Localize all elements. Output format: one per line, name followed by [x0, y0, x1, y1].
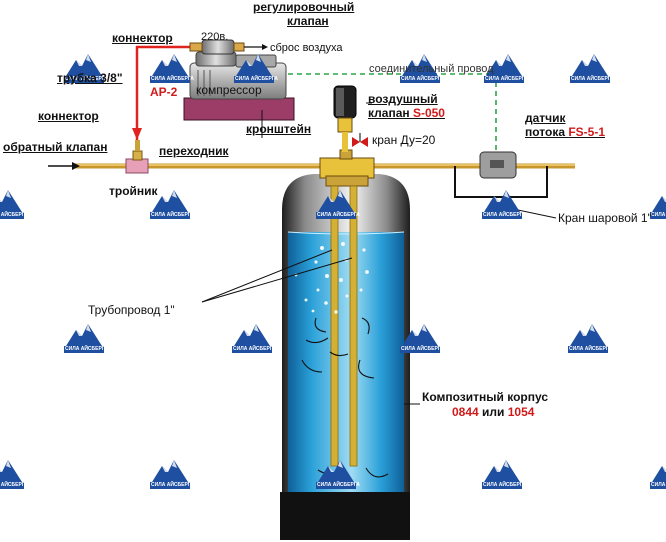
leader-lines — [201, 102, 420, 405]
bracket-label: кронштейн — [246, 122, 312, 136]
connector-top-label: коннектор — [112, 31, 173, 45]
valve-icon — [352, 133, 368, 147]
connecting-wire-label: соединительный провод — [369, 63, 494, 75]
watermark-logo-text: СИЛА АЙСБЕРГА — [651, 482, 666, 488]
tee-label: тройник — [109, 184, 158, 198]
watermark-logo-icon: СИЛА АЙСБЕРГА — [566, 320, 612, 360]
ap2-label: АР-2 — [150, 85, 178, 99]
watermark-logo-icon: СИЛА АЙСБЕРГА — [148, 456, 194, 496]
watermark-logo-icon: СИЛА АЙСБЕРГА — [398, 320, 444, 360]
watermark-logo-icon: СИЛА АЙСБЕРГА — [230, 320, 276, 360]
watermark-logo-text: СИЛА АЙСБЕРГА — [483, 212, 526, 218]
watermark-logo-icon: СИЛА АЙСБЕРГА — [398, 50, 444, 90]
watermark-logo-icon: СИЛА АЙСБЕРГА — [0, 456, 28, 496]
regulating-valve-label-2: клапан — [287, 14, 329, 28]
watermark-logo-icon: СИЛА АЙСБЕРГА — [314, 186, 360, 226]
regulating-valve-label-1: регулировочный — [253, 0, 355, 14]
connector-left-label: коннектор — [38, 109, 99, 123]
watermark-logo-icon: СИЛА АЙСБЕРГА — [148, 50, 194, 90]
tube-label: трубка 3/8" — [57, 71, 123, 85]
flow-sensor — [454, 151, 548, 198]
watermark-logo-text: СИЛА АЙСБЕРГА — [317, 482, 360, 488]
watermark-logo-icon: СИЛА АЙСБЕРГА — [480, 456, 526, 496]
ball-valve-label: Кран шаровой 1" — [558, 211, 652, 225]
housing-model-a: 0844 — [452, 405, 479, 419]
sensor-label-2: потока FS-5-1 — [525, 125, 606, 139]
air-valve — [333, 85, 357, 152]
air-valve-label-2: клапан S-050 — [368, 106, 445, 120]
watermark-logo-icon: СИЛА АЙСБЕРГА — [0, 186, 28, 226]
watermark-logo-icon: СИЛА АЙСБЕРГА — [648, 456, 666, 496]
watermark-logo-icon: СИЛА АЙСБЕРГА — [62, 320, 108, 360]
watermark-logo-icon: СИЛА АЙСБЕРГА — [568, 50, 614, 90]
watermark-logo-text: СИЛА АЙСБЕРГА — [235, 76, 278, 82]
check-valve-label: обратный клапан — [3, 140, 108, 154]
adapter-label: переходник — [159, 144, 229, 158]
air-valve-model: S-050 — [412, 106, 445, 120]
flow-arrows — [301, 317, 389, 478]
tee-fitting — [125, 140, 149, 174]
housing-model-b: 1054 — [507, 405, 535, 419]
red-tube — [132, 45, 190, 140]
watermark-logo-icon: СИЛА АЙСБЕРГА — [648, 186, 666, 226]
watermark-logo-text: СИЛА АЙСБЕРГА — [401, 76, 444, 82]
watermark-logo-icon: СИЛА АЙСБЕРГА — [480, 186, 526, 226]
voltage-label: 220в. — [201, 31, 229, 43]
watermark-logo-text: СИЛА АЙСБЕРГА — [151, 482, 194, 488]
watermark-logo-icon: СИЛА АЙСБЕРГА — [482, 50, 528, 90]
watermark-logo-text: СИЛА АЙСБЕРГА — [65, 346, 108, 352]
watermark-logo-icon: СИЛА АЙСБЕРГА — [314, 456, 360, 496]
composite-tank — [280, 174, 410, 540]
watermark-logo-text: СИЛА АЙСБЕРГА — [571, 76, 614, 82]
watermark-logo-icon: СИЛА АЙСБЕРГА — [62, 50, 108, 90]
internal-pipes — [330, 185, 358, 467]
watermark-logo-text: СИЛА АЙСБЕРГА — [569, 346, 612, 352]
arrow-right-icon — [48, 162, 80, 170]
watermark-logo-text: СИЛА АЙСБЕРГА — [151, 76, 194, 82]
watermark-logo-text: СИЛА АЙСБЕРГА — [401, 346, 444, 352]
sensor-label-1: датчик — [525, 111, 566, 125]
housing-label: Композитный корпус — [422, 390, 549, 404]
sensor-model: FS-5-1 — [568, 125, 606, 139]
watermark-logo-icon: СИЛА АЙСБЕРГА — [232, 50, 278, 90]
watermark-logo-text: СИЛА АЙСБЕРГА — [151, 212, 194, 218]
watermark-logo-text: СИЛА АЙСБЕРГА — [483, 482, 526, 488]
watermark-logo-text: СИЛА АЙСБЕРГА — [651, 212, 666, 218]
valve-du-label: кран Ду=20 — [372, 133, 436, 147]
watermark-logo-text: СИЛА АЙСБЕРГА — [65, 76, 108, 82]
air-valve-label-1: воздушный — [368, 92, 438, 106]
watermark-logo-text: СИЛА АЙСБЕРГА — [317, 212, 360, 218]
watermark-logo-text: СИЛА АЙСБЕРГА — [0, 212, 28, 218]
tank-head — [319, 149, 375, 187]
watermark-logo-text: СИЛА АЙСБЕРГА — [0, 482, 28, 488]
air-discharge-label: сброс воздуха — [270, 42, 343, 54]
compressor-label: компрессор — [196, 83, 262, 97]
housing-models: 0844 или 1054 — [452, 405, 535, 419]
pipeline-label: Трубопровод 1" — [88, 303, 175, 317]
watermark-logo-icon: СИЛА АЙСБЕРГА — [148, 186, 194, 226]
watermark-logo-text: СИЛА АЙСБЕРГА — [485, 76, 528, 82]
watermark-logo-text: СИЛА АЙСБЕРГА — [233, 346, 276, 352]
